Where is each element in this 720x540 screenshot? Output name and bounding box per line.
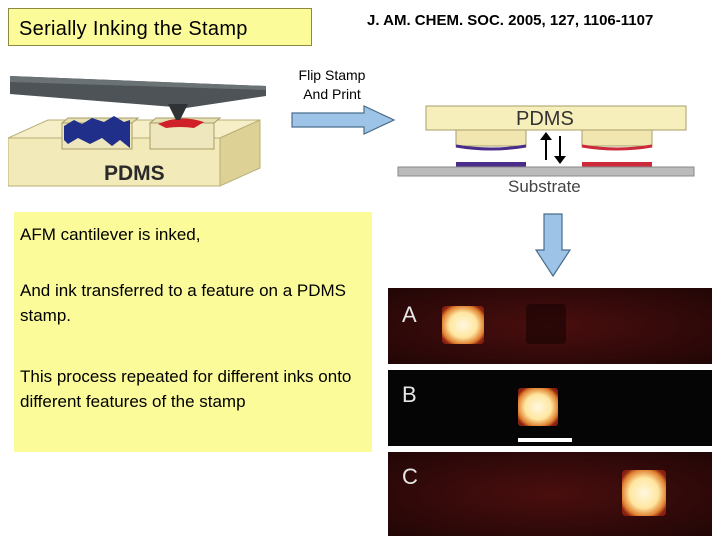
afm-inking-figure: PDMS (8, 76, 266, 187)
down-arrow-figure-icon (534, 213, 572, 278)
pdms-block-top (8, 119, 261, 139)
citation-journal: J. AM. CHEM. SOC. (367, 12, 504, 29)
printed-red-feature (582, 162, 652, 167)
red-ink (158, 118, 204, 128)
pdms-post-right (581, 129, 653, 147)
red-ink-line (581, 144, 653, 151)
slide-title: Serially Inking the Stamp (19, 18, 248, 40)
bullet-1: AFM cantilever is inked, (20, 225, 201, 244)
panel-c: C (388, 452, 712, 536)
panel-a: A (388, 288, 712, 364)
citation-year: 2005 (508, 12, 542, 29)
fluorescence-panels: A B C (388, 288, 712, 536)
up-arrow-icon (540, 132, 552, 140)
flip-stamp-label: Flip Stamp And Print (278, 66, 386, 104)
flip-label-line2: And Print (303, 86, 361, 102)
down-arrow-icon (554, 156, 566, 164)
bullet-3: This process repeated for different inks… (20, 367, 352, 411)
blue-ink (64, 116, 130, 148)
panel-b: B (388, 370, 712, 446)
left-pdms-label: PDMS (104, 162, 165, 185)
scale-bar (518, 438, 572, 442)
right-arrow-icon (291, 105, 396, 135)
afm-tip (168, 104, 188, 120)
flip-label-line1: Flip Stamp (298, 67, 366, 83)
blue-ink-line (455, 144, 527, 151)
pdms-block-side (219, 119, 261, 187)
panel-a-spot (442, 306, 484, 344)
panel-c-spot (622, 470, 666, 516)
citation-rest: , 127, 1106-1107 (541, 12, 654, 29)
citation: J. AM. CHEM. SOC. 2005, 127, 1106-1107 (367, 12, 653, 29)
title-box: Serially Inking the Stamp (8, 8, 312, 46)
flip-print-figure: PDMS Substrate (397, 105, 695, 196)
substrate-slab (397, 166, 695, 177)
pdms-slab (425, 105, 687, 131)
right-pdms-label: PDMS (516, 108, 574, 130)
panel-b-label: B (402, 382, 417, 407)
panel-c-label: C (402, 464, 418, 489)
panel-a-label: A (402, 302, 417, 327)
bullet-2: And ink transferred to a feature on a PD… (20, 281, 347, 325)
printed-blue-feature (456, 162, 526, 167)
panel-b-spot (518, 388, 558, 426)
description-box: AFM cantilever is inked, And ink transfe… (14, 212, 372, 452)
pdms-post-left (455, 129, 527, 147)
substrate-label: Substrate (508, 177, 581, 196)
